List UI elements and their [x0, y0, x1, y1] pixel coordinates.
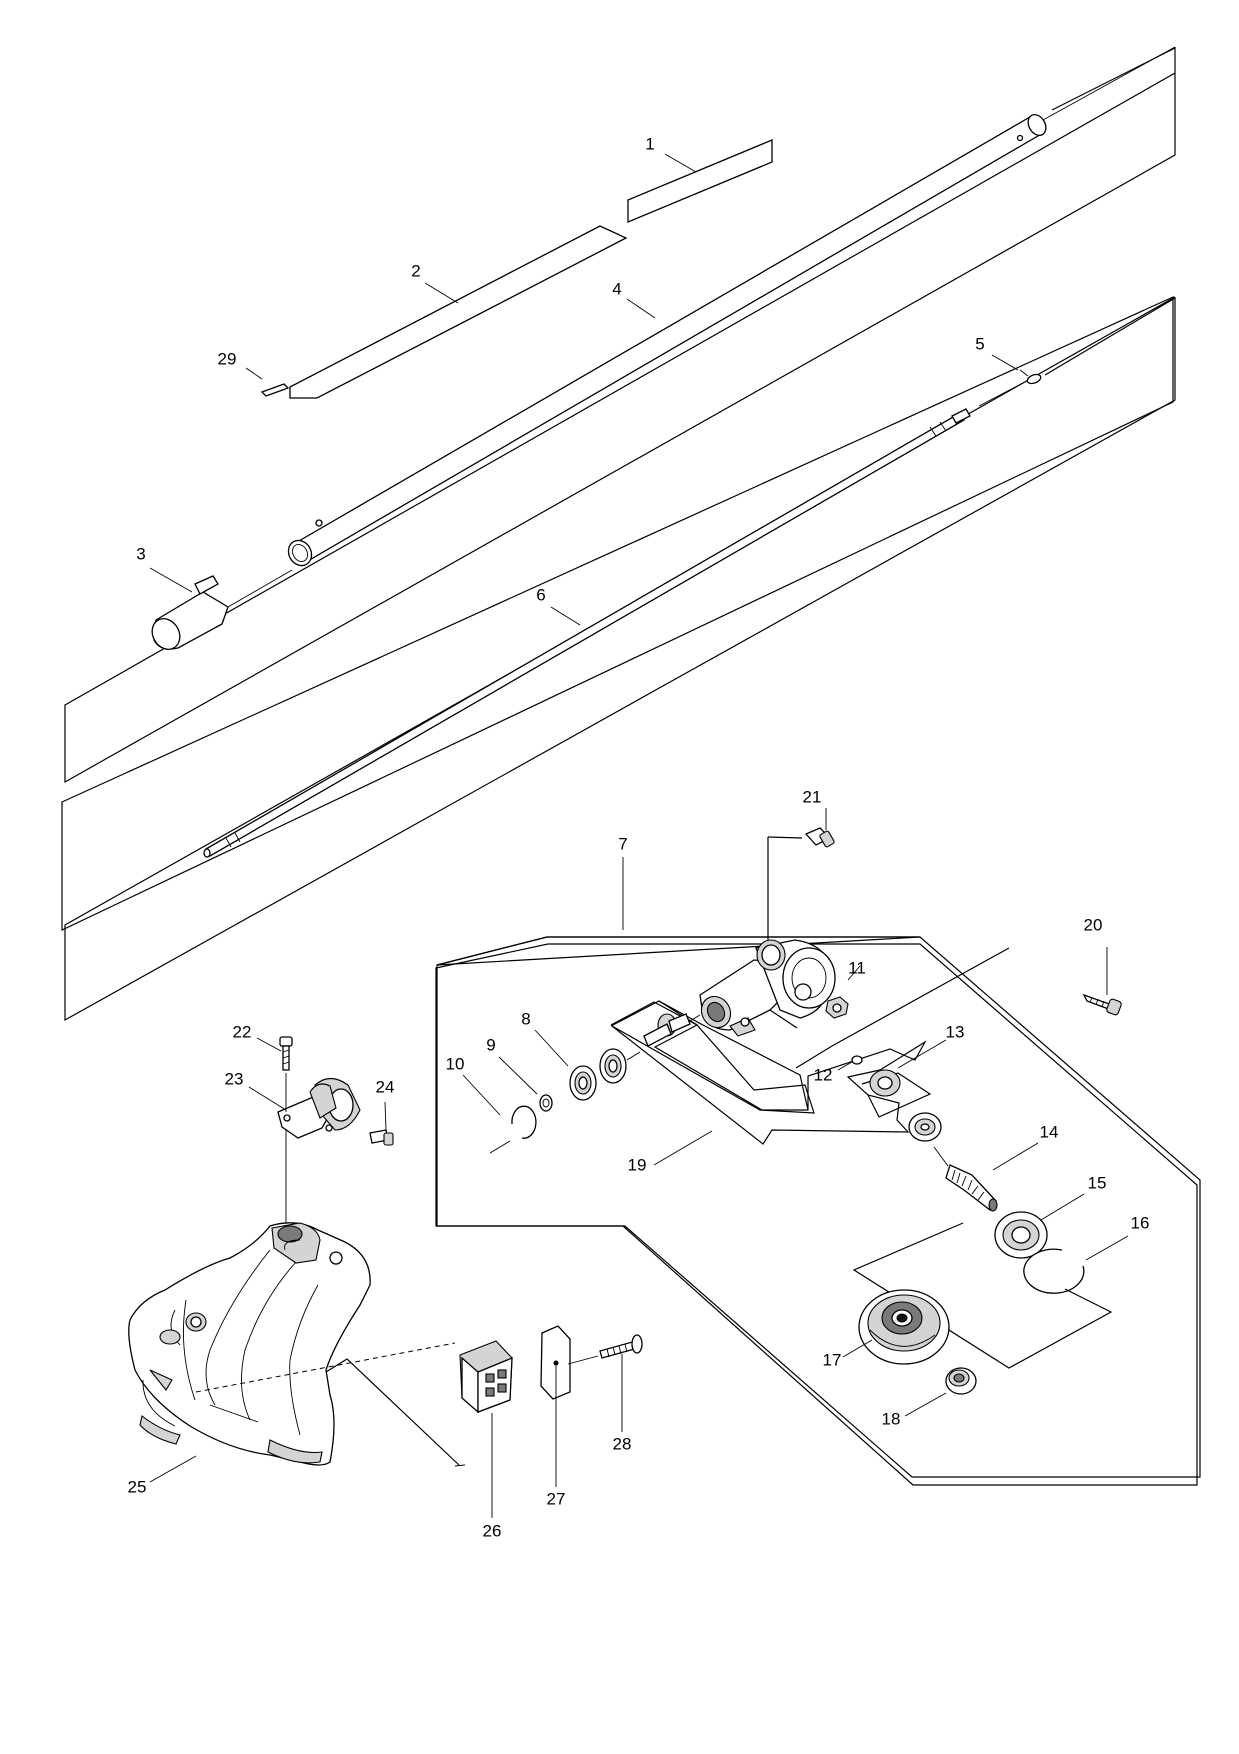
callout-29: 29: [218, 349, 237, 368]
callout-18: 18: [882, 1409, 901, 1428]
callout-20: 20: [1084, 915, 1103, 934]
callout-6: 6: [536, 585, 545, 604]
callout-9: 9: [486, 1035, 495, 1054]
callout-5: 5: [975, 334, 984, 353]
gear-case-outline: [436, 936, 921, 966]
gear-head-outline-main: [436, 936, 1201, 1478]
main-pipe-4[interactable]: [284, 111, 1049, 569]
callout-11: 11: [848, 958, 866, 977]
callout-23: 23: [225, 1069, 244, 1088]
callout-19: 19: [628, 1155, 647, 1174]
callout-24: 24: [376, 1077, 395, 1096]
screw-28[interactable]: [599, 1334, 643, 1359]
callout-13: 13: [946, 1022, 965, 1041]
bearing-15[interactable]: [994, 1211, 1048, 1259]
circlip-10[interactable]: [511, 1105, 537, 1139]
bevel-gear-13[interactable]: [869, 1069, 901, 1097]
callout-21: 21: [803, 787, 822, 806]
callout-25: 25: [128, 1477, 147, 1496]
callout-16: 16: [1131, 1213, 1150, 1232]
bearing-8[interactable]: [569, 1048, 627, 1101]
gear-head-group-outline: [435, 943, 1198, 1486]
bolt-21[interactable]: [804, 827, 835, 848]
callout-17: 17: [823, 1350, 842, 1369]
label-sticker-1[interactable]: [627, 139, 773, 223]
callout-14: 14: [1040, 1122, 1059, 1141]
clip-5[interactable]: [1019, 369, 1042, 385]
callout-1: 1: [645, 134, 654, 153]
bolt-24[interactable]: [369, 1129, 394, 1146]
snap-ring-9[interactable]: [539, 1094, 553, 1112]
washer-12[interactable]: [851, 1055, 863, 1065]
callout-28: 28: [613, 1434, 632, 1453]
callout-26: 26: [483, 1521, 502, 1540]
callout-2: 2: [411, 261, 420, 280]
callout-7: 7: [618, 834, 627, 853]
gear-head-body-7[interactable]: [696, 939, 836, 1037]
callout-3: 3: [136, 544, 145, 563]
pinion-gear[interactable]: [643, 1013, 701, 1047]
bolt-22[interactable]: [279, 1036, 293, 1071]
callout-27: 27: [547, 1489, 566, 1508]
callout-4: 4: [612, 279, 621, 298]
drive-shaft-6[interactable]: [203, 408, 971, 858]
shaft-group-outline: [64, 47, 1176, 784]
callout-10: 10: [446, 1054, 465, 1073]
nut-11[interactable]: [825, 996, 849, 1019]
receiver-washer-17[interactable]: [858, 1289, 950, 1365]
label-sticker-2[interactable]: [289, 225, 628, 399]
guard-25[interactable]: [128, 1222, 371, 1466]
cutter-blade-27[interactable]: [540, 1325, 571, 1400]
callout-15: 15: [1088, 1173, 1107, 1192]
drive-shaft-box-outline: [61, 296, 1174, 931]
shaft-group-outline-lower: [64, 296, 1176, 1022]
circlip-16[interactable]: [1023, 1248, 1085, 1294]
callout-12: 12: [814, 1065, 833, 1084]
callout-8: 8: [521, 1009, 530, 1028]
small-tag-29[interactable]: [260, 383, 290, 397]
nut-18[interactable]: [945, 1367, 977, 1395]
callout-22: 22: [233, 1022, 252, 1041]
clamp-23[interactable]: [277, 1077, 361, 1139]
subgroup-17-outline: [852, 1222, 1113, 1369]
pipe-cap-3[interactable]: [147, 569, 293, 654]
bolt-20[interactable]: [1082, 993, 1122, 1016]
bearing-middle[interactable]: [908, 1112, 942, 1142]
spindle-14[interactable]: [945, 1164, 998, 1212]
subgroup-19-outline: [610, 1001, 927, 1145]
cutter-block-26[interactable]: [459, 1340, 513, 1414]
